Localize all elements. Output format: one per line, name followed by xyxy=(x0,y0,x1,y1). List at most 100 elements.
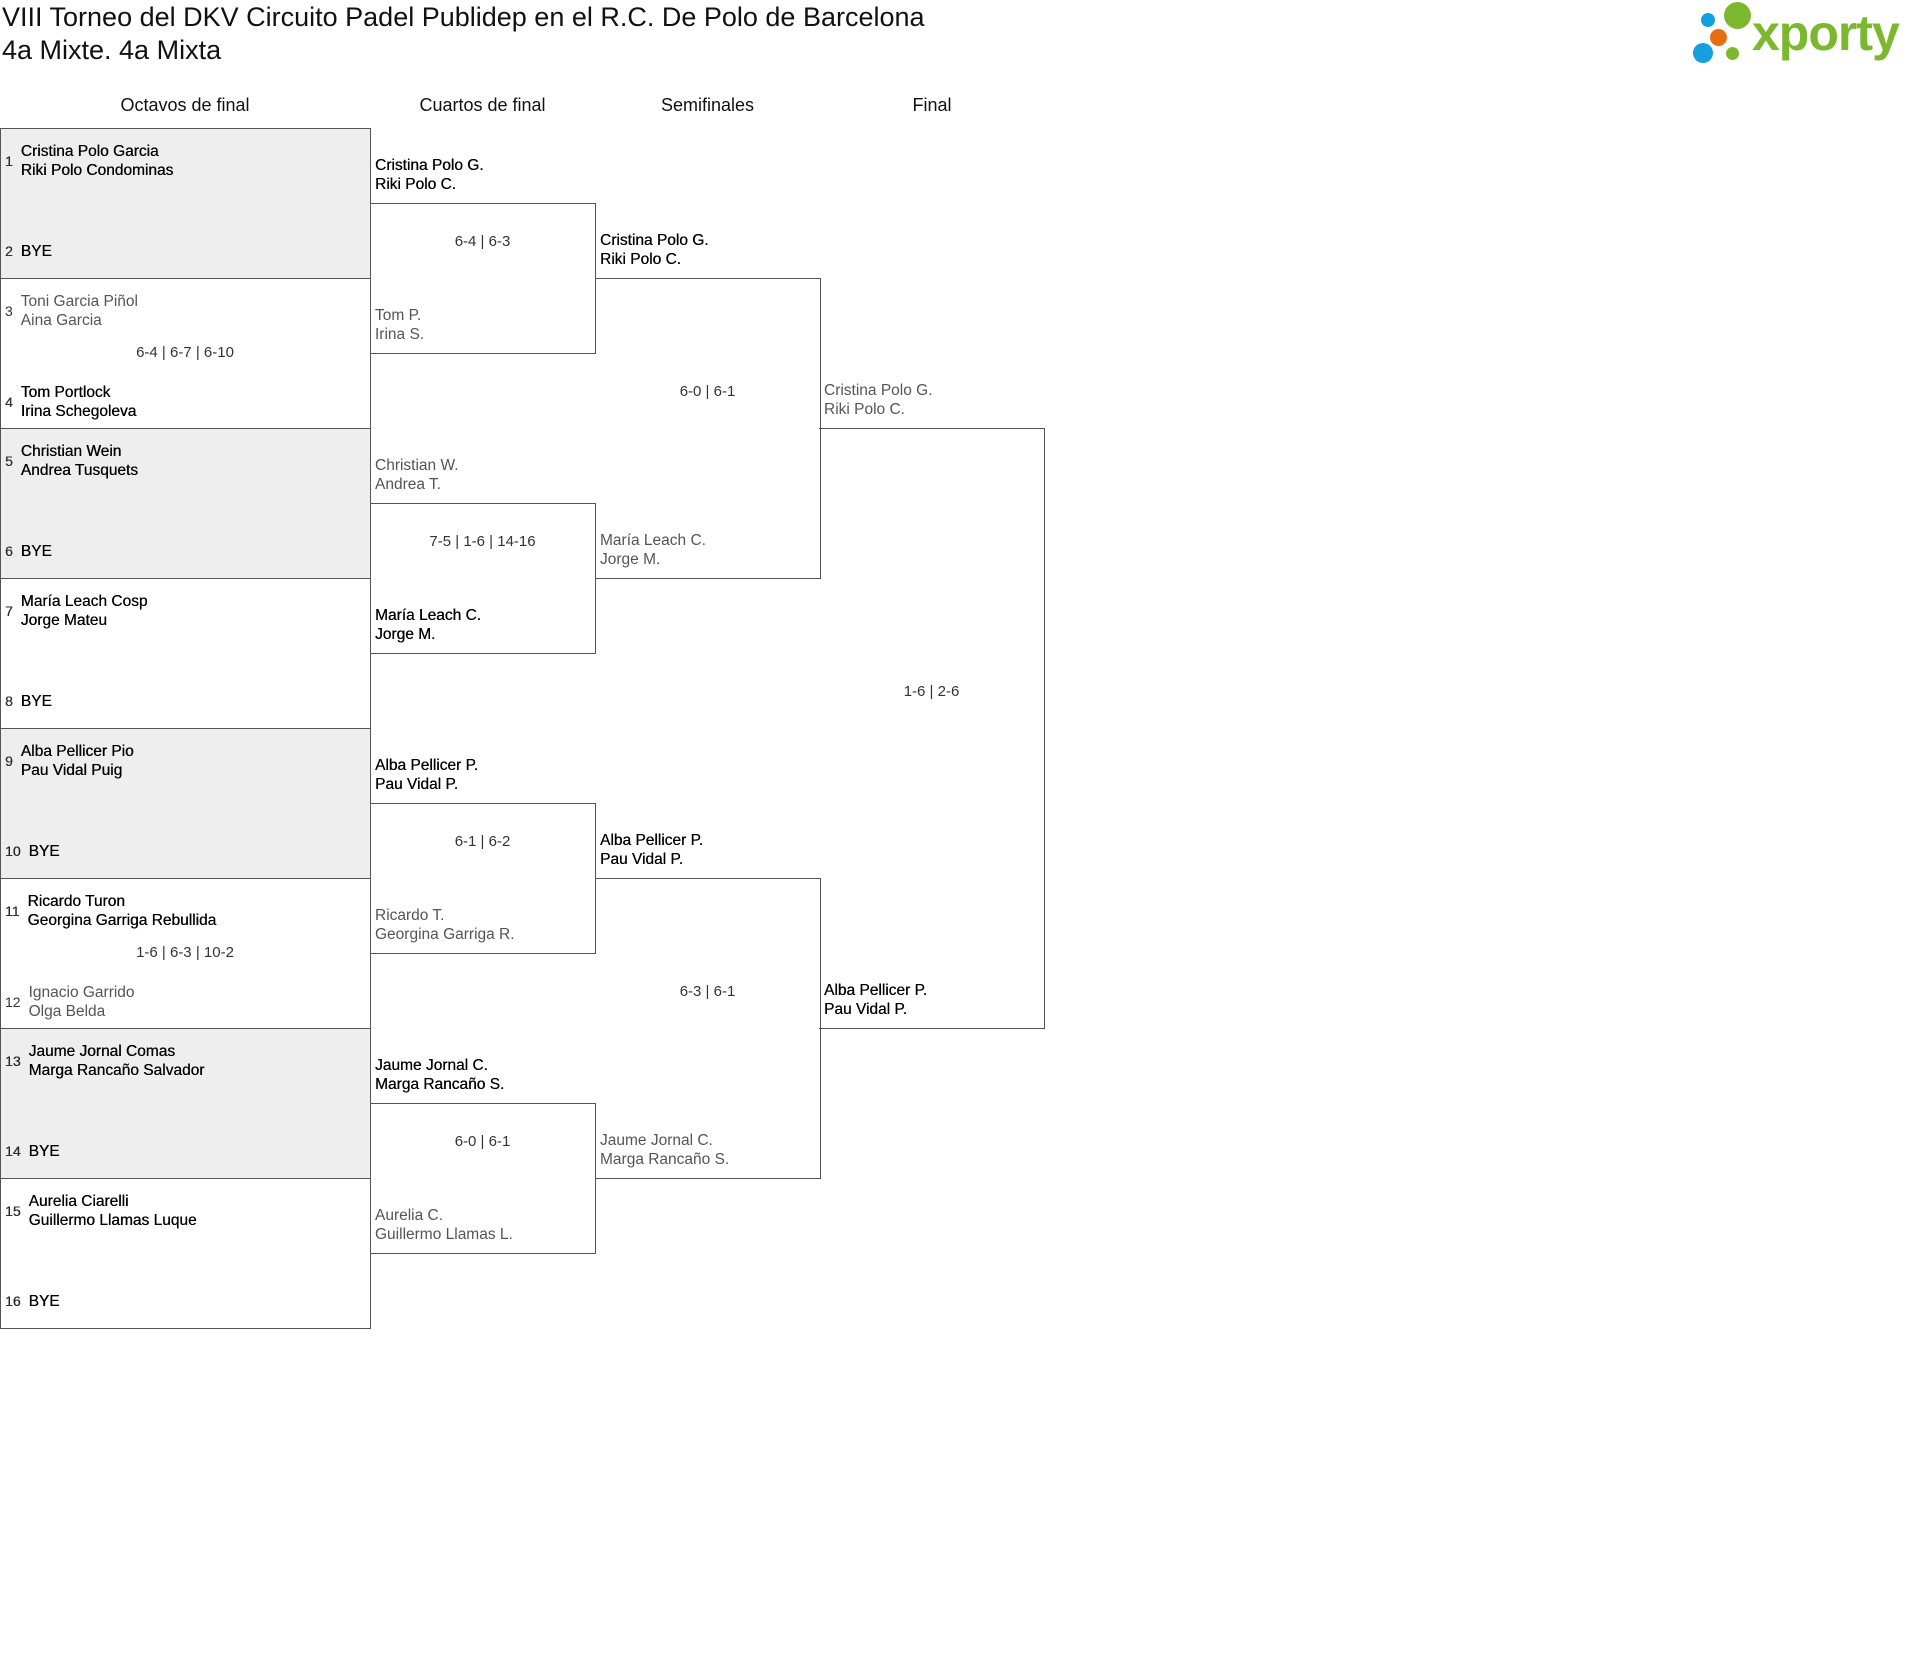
player-name: Guillermo Llamas Luque xyxy=(28,1212,197,1229)
match-score: 6-0 | 6-1 xyxy=(679,383,736,400)
player-name: Jaume Jornal Comas xyxy=(28,1043,176,1060)
team-entry[interactable]: Tom P.Irina S. xyxy=(375,306,424,344)
team-entry[interactable]: María Leach C.Jorge M. xyxy=(375,606,481,644)
team-entry[interactable]: Cristina Polo G.Riki Polo C. xyxy=(600,231,709,269)
match-score: 6-1 | 6-2 xyxy=(454,833,511,850)
player-name: Cristina Polo G. xyxy=(824,382,933,399)
team-names: Jaume Jornal C.Marga Rancaño S. xyxy=(375,1056,504,1094)
player-name: Andrea T. xyxy=(375,476,442,493)
team-names: María Leach C.Jorge M. xyxy=(600,531,706,569)
player-name: Riki Polo C. xyxy=(600,251,681,268)
seed-number: 16 xyxy=(5,1293,21,1309)
team-names: BYE xyxy=(21,242,52,261)
player-name: Aurelia C. xyxy=(375,1207,444,1224)
team-entry[interactable]: Alba Pellicer P.Pau Vidal P. xyxy=(600,831,703,869)
team-names: Alba Pellicer P. Pau Vidal P. xyxy=(824,981,927,1019)
player-name: Riki Polo C. xyxy=(824,401,905,418)
team-names: Cristina Polo G.Riki Polo C. xyxy=(600,231,709,269)
xporty-logo[interactable]: xporty xyxy=(1690,0,1915,70)
match-score: 6-3 | 6-1 xyxy=(679,983,736,1000)
logo-dot-icon xyxy=(1701,13,1715,27)
match-box xyxy=(0,428,371,579)
team-entry[interactable]: Ricardo T.Georgina Garriga R. xyxy=(375,906,515,944)
player-name: Jorge M. xyxy=(375,626,436,643)
player-name: Pau Vidal P. xyxy=(375,776,459,793)
team-entry[interactable]: Aurelia C.Guillermo Llamas L. xyxy=(375,1206,513,1244)
seed-number: 4 xyxy=(5,393,13,410)
player-name: BYE xyxy=(28,1293,60,1310)
player-name: BYE xyxy=(20,543,52,560)
player-name: Ricardo Turon xyxy=(27,893,125,910)
match-box xyxy=(0,128,371,279)
match-score: 6-0 | 6-1 xyxy=(454,1133,511,1150)
team-entry[interactable]: 6 BYE xyxy=(5,542,52,561)
player-name: Ignacio Garrido xyxy=(28,984,135,1001)
seed-number: 13 xyxy=(5,1052,21,1069)
player-name: BYE xyxy=(28,1143,60,1160)
team-names: BYE xyxy=(29,1292,60,1311)
player-name: Alba Pellicer P. xyxy=(824,982,928,999)
logo-dot-icon xyxy=(1693,43,1713,63)
team-entry[interactable]: Alba Pellicer P.Pau Vidal P. xyxy=(375,756,478,794)
category-title: 4a Mixte. 4a Mixta xyxy=(2,35,222,65)
match-score: 1-6 | 2-6 xyxy=(903,683,960,700)
team-names: Jaume Jornal C.Marga Rancaño S. xyxy=(600,1131,729,1169)
team-entry[interactable]: María Leach C.Jorge M. xyxy=(600,531,706,569)
player-name: Christian W. xyxy=(375,457,459,474)
team-entry[interactable]: Cristina Polo G.Riki Polo C. xyxy=(375,156,484,194)
seed-number: 14 xyxy=(5,1143,21,1159)
logo-dot-icon xyxy=(1724,2,1751,29)
team-entry[interactable]: Christian W. Andrea T. xyxy=(375,456,459,494)
team-entry[interactable]: 14 BYE xyxy=(5,1142,60,1161)
seed-number: 6 xyxy=(5,543,13,559)
round-header-octavos: Octavos de final xyxy=(120,95,250,115)
tournament-title: VIII Torneo del DKV Circuito Padel Publi… xyxy=(2,2,925,32)
player-name: Marga Rancaño S. xyxy=(375,1076,505,1093)
team-entry[interactable]: Jaume Jornal C.Marga Rancaño S. xyxy=(375,1056,504,1094)
team-entry[interactable]: Alba Pellicer P. Pau Vidal P. xyxy=(824,981,927,1019)
player-name: Andrea Tusquets xyxy=(20,462,138,479)
seed-number: 12 xyxy=(5,993,21,1010)
match-box xyxy=(0,1028,371,1179)
player-name: Marga Rancaño Salvador xyxy=(28,1062,205,1079)
player-name: Cristina Polo Garcia xyxy=(20,143,159,160)
player-name: Jorge Mateu xyxy=(20,612,107,629)
team-names: Christian W. Andrea T. xyxy=(375,456,459,494)
player-name: Alba Pellicer P. xyxy=(600,832,704,849)
match-box xyxy=(819,428,1045,1029)
match-score: 7-5 | 1-6 | 14-16 xyxy=(429,533,536,550)
seed-number: 5 xyxy=(5,452,13,469)
player-name: Pau Vidal P. xyxy=(824,1001,908,1018)
team-names: Cristina Polo G.Riki Polo C. xyxy=(375,156,484,194)
team-entry[interactable]: Cristina Polo G. Riki Polo C. xyxy=(824,381,933,419)
team-names: BYE xyxy=(29,1142,60,1161)
team-entry[interactable]: Jaume Jornal C.Marga Rancaño S. xyxy=(600,1131,729,1169)
logo-dot-icon xyxy=(1710,29,1727,46)
match-score: 6-4 | 6-7 | 6-10 xyxy=(136,344,234,361)
seed-number: 8 xyxy=(5,693,13,709)
round-header-semifinales: Semifinales xyxy=(660,95,755,115)
team-names: BYE xyxy=(21,542,52,561)
team-names: María Leach C.Jorge M. xyxy=(375,606,481,644)
team-entry[interactable]: 16 BYE xyxy=(5,1292,60,1311)
player-name: Irina S. xyxy=(375,326,425,343)
match-box xyxy=(0,728,371,879)
player-name: María Leach Cosp xyxy=(20,593,148,610)
